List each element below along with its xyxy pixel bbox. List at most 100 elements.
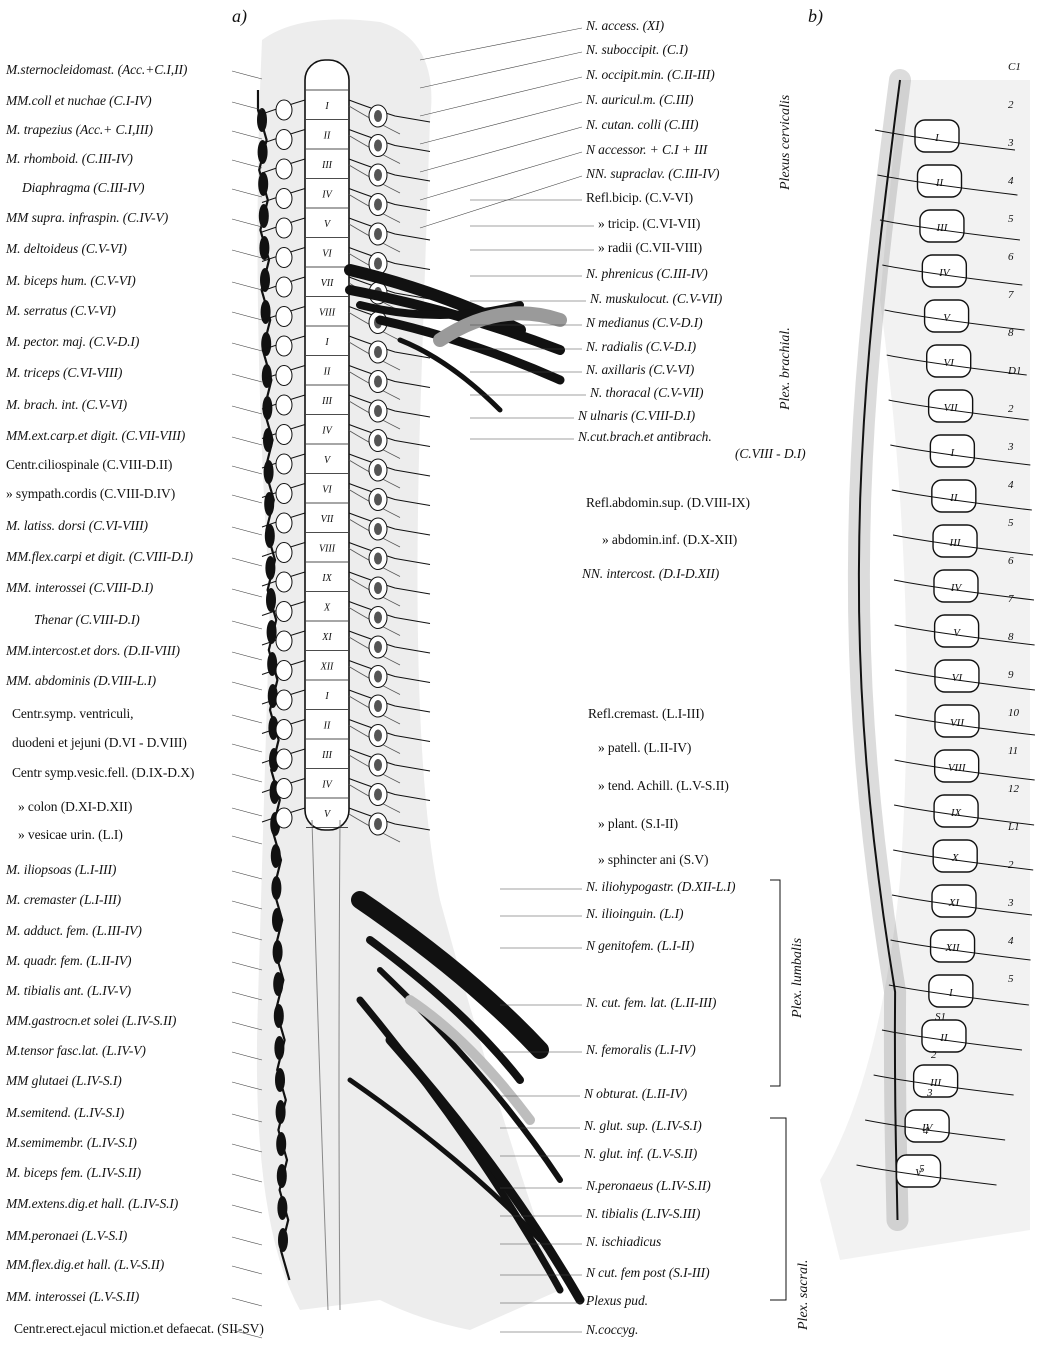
ganglion xyxy=(257,108,267,132)
leader-line xyxy=(232,71,262,79)
plexus-lumbalis-brace xyxy=(770,880,780,1086)
spinal-ganglion-left xyxy=(276,130,292,150)
nerve-number: 5 xyxy=(1008,973,1014,985)
segment-numeral: III xyxy=(321,750,333,761)
leader-line xyxy=(232,406,262,414)
nerve-label: N. cutan. colli (C.III) xyxy=(586,117,698,133)
nerve-number: 2 xyxy=(1008,99,1014,111)
segment-numeral: VI xyxy=(322,485,332,496)
muscle-label: Centr.ciliospinale (C.VIII-D.II) xyxy=(6,457,172,473)
ganglion xyxy=(261,332,271,356)
spinal-ganglion-left xyxy=(276,720,292,740)
segment-numeral: XII xyxy=(320,662,334,673)
spinal-ganglion-core xyxy=(374,346,382,358)
spinal-ganglion-left xyxy=(276,218,292,238)
muscle-label: MM.ext.carp.et digit. (C.VII-VIII) xyxy=(6,428,185,444)
muscle-label: M. rhomboid. (C.III-IV) xyxy=(6,151,133,167)
nerve-label: N. cut. fem. lat. (L.II-III) xyxy=(586,995,716,1011)
muscle-label: Diaphragma (C.III-IV) xyxy=(22,180,144,196)
muscle-label: M.semitend. (L.IV-S.I) xyxy=(6,1105,124,1121)
nerve-label: N. suboccipit. (C.I) xyxy=(586,42,688,58)
leader-line xyxy=(232,715,262,723)
leader-line xyxy=(232,495,262,503)
ganglion xyxy=(265,556,275,580)
segment-numeral: IX xyxy=(321,573,332,584)
segment-numeral: VII xyxy=(321,278,334,289)
spinal-ganglion-core xyxy=(374,140,382,152)
panel-a-label: a) xyxy=(232,6,247,27)
nerve-label: Refl.bicip. (C.V-VI) xyxy=(586,190,693,206)
nerve-label: N. radialis (C.V-D.I) xyxy=(586,339,696,355)
vertebra-numeral: II xyxy=(935,177,945,189)
nerve-number: 6 xyxy=(1008,555,1014,567)
spinal-ganglion-core xyxy=(374,199,382,211)
nerve-label: N. occipit.min. (C.II-III) xyxy=(586,67,715,83)
spinal-ganglion-left xyxy=(276,100,292,120)
nerve-number: L1 xyxy=(1007,821,1020,833)
panel-b-label: b) xyxy=(808,6,823,27)
plexus-cervicalis-label: Plexus cervicalis xyxy=(778,95,794,190)
muscle-label: Centr.symp. ventriculi, xyxy=(12,706,133,722)
ganglion xyxy=(258,172,268,196)
leader-line xyxy=(420,102,582,144)
nerve-number: 3 xyxy=(926,1087,933,1099)
spinal-ganglion-left xyxy=(276,366,292,386)
nerve-label: N. glut. sup. (L.IV-S.I) xyxy=(584,1118,702,1134)
leader-line xyxy=(232,682,262,690)
leader-line xyxy=(232,808,262,816)
nerve-number: 2 xyxy=(931,1049,937,1061)
nerve-label: N.peronaeus (L.IV-S.II) xyxy=(586,1178,711,1194)
vertebra-numeral: III xyxy=(949,537,962,549)
leader-line xyxy=(232,1205,262,1213)
nerve-number: 3 xyxy=(1007,897,1014,909)
muscle-label: M. quadr. fem. (L.II-IV) xyxy=(6,953,131,969)
muscle-label: Centr symp.vesic.fell. (D.IX-D.X) xyxy=(12,765,194,781)
nerve-label: N. tibialis (L.IV-S.III) xyxy=(586,1206,700,1222)
ganglion xyxy=(262,364,272,388)
spinal-ganglion-left xyxy=(276,307,292,327)
leader-line xyxy=(232,527,262,535)
spinal-ganglion-left xyxy=(276,690,292,710)
muscle-label: M. biceps fem. (L.IV-S.II) xyxy=(6,1165,141,1181)
nerve-label: N. thoracal (C.V-VII) xyxy=(590,385,703,401)
vertebra-numeral: VI xyxy=(944,357,956,369)
muscle-label: MM.extens.dig.et hall. (L.IV-S.I) xyxy=(6,1196,178,1212)
muscle-label: MM. abdominis (D.VIII-L.I) xyxy=(6,673,156,689)
spinal-ganglion-core xyxy=(374,228,382,240)
vertebra-numeral: XII xyxy=(945,942,961,954)
muscle-label: M.tensor fasc.lat. (L.IV-V) xyxy=(6,1043,146,1059)
ganglion xyxy=(274,1004,284,1028)
muscle-label: Centr.erect.ejacul miction.et defaecat. … xyxy=(14,1321,264,1337)
nerve-number: 4 xyxy=(1008,935,1014,947)
nerve-label: Refl.cremast. (L.I-III) xyxy=(588,706,704,722)
spinal-ganglion-left xyxy=(276,572,292,592)
nerve-number: 7 xyxy=(1008,593,1014,605)
leader-line xyxy=(232,621,262,629)
spinal-ganglion-left xyxy=(276,808,292,828)
spinal-ganglion-core xyxy=(374,110,382,122)
leader-line xyxy=(232,836,262,844)
leader-line xyxy=(232,932,262,940)
spinal-ganglion-core xyxy=(374,169,382,181)
leader-line xyxy=(232,160,262,168)
muscle-label: M. latiss. dorsi (C.VI-VIII) xyxy=(6,518,148,534)
muscle-label: MM.coll et nuchae (C.I-IV) xyxy=(6,93,151,109)
muscle-label: M. deltoideus (C.V-VI) xyxy=(6,241,127,257)
nerve-number: 5 xyxy=(1008,517,1014,529)
ganglion xyxy=(272,908,282,932)
leader-line xyxy=(232,219,262,227)
nerve-number: 2 xyxy=(1008,403,1014,415)
nerve-number: 4 xyxy=(1008,175,1014,187)
nerve-label: N medianus (C.V-D.I) xyxy=(586,315,703,331)
spinal-ganglion-left xyxy=(276,189,292,209)
segment-numeral: XI xyxy=(321,632,332,643)
nerve-number: 3 xyxy=(1007,137,1014,149)
spinal-ganglion-core xyxy=(374,405,382,417)
muscle-label: M. serratus (C.V-VI) xyxy=(6,303,116,319)
nerve-label: » tricip. (C.VI-VII) xyxy=(598,216,700,232)
muscle-label: » vesicae urin. (L.I) xyxy=(18,827,123,843)
muscle-label: Thenar (C.VIII-D.I) xyxy=(34,612,140,628)
leader-line xyxy=(232,312,262,320)
nerve-number: 8 xyxy=(1008,631,1014,643)
